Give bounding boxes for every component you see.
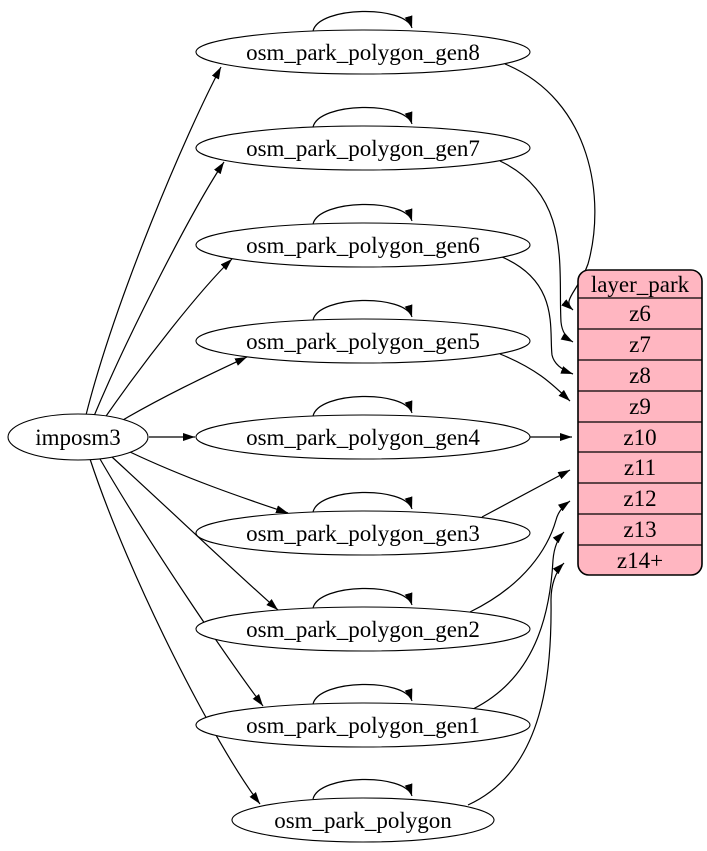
self-loop-gen5 [312,299,413,321]
gen5-ellipse [195,318,531,364]
edge-imposm3-to-base [89,458,261,805]
gen8-ellipse [195,29,531,75]
gen4-label: osm_park_polygon_gen4 [246,425,480,450]
edge-imposm3-to-gen1 [99,458,264,707]
edge-imposm3-to-gen3 [129,451,289,514]
self-loop-base [312,778,413,800]
edge-imposm3-to-gen6 [103,258,233,420]
edge-gen2-to-z12 [469,500,571,613]
gen1-ellipse [195,702,531,748]
node-gen7: osm_park_polygon_gen7 [195,125,531,171]
imposm3-label: imposm3 [35,425,121,450]
self-loop-gen7 [312,106,413,128]
node-gen8: osm_park_polygon_gen8 [195,29,531,75]
edge-imposm3-to-gen2 [111,456,279,611]
layer-row-z6: z6 [629,301,651,326]
gen3-ellipse [195,510,531,556]
edge-gen6-to-z8 [501,256,574,375]
edge-gen5-to-z9 [499,353,571,402]
edges-to-layer [467,63,596,806]
self-loop-gen6 [312,203,413,225]
gen5-label: osm_park_polygon_gen5 [246,329,480,354]
gen2-label: osm_park_polygon_gen2 [246,617,480,642]
layer-row-z10: z10 [623,425,656,450]
edge-imposm3-to-gen8 [85,66,222,416]
layer-row-z12: z12 [623,486,656,511]
edge-base-to-z14 [467,562,565,806]
self-loop-gen3 [312,491,413,513]
self-loop-gen2 [312,587,413,609]
node-gen4: osm_park_polygon_gen4 [195,414,531,460]
self-loop-gen8 [312,10,413,32]
gen7-ellipse [195,125,531,171]
gen6-label: osm_park_polygon_gen6 [246,233,480,258]
edge-gen3-to-z11 [481,469,571,518]
edge-imposm3-to-gen7 [93,161,225,417]
base-label: osm_park_polygon [274,808,452,833]
gen7-label: osm_park_polygon_gen7 [246,136,480,161]
layer-row-z9: z9 [629,394,651,419]
layer-row-z14: z14+ [617,548,663,573]
layer-park-table: layer_park z6 z7 z8 z9 z10 z11 z12 z13 z… [577,269,703,576]
self-loops [312,10,413,800]
gen8-label: osm_park_polygon_gen8 [246,40,480,65]
node-gen2: osm_park_polygon_gen2 [195,606,531,652]
edge-gen7-to-z7 [499,160,574,343]
layer-row-z11: z11 [624,455,656,480]
node-imposm3: imposm3 [7,413,149,461]
layer-row-z13: z13 [623,517,656,542]
edges-from-source [85,66,289,805]
node-gen3: osm_park_polygon_gen3 [195,510,531,556]
node-base: osm_park_polygon [231,797,495,843]
gen4-ellipse [195,414,531,460]
gen6-ellipse [195,222,531,268]
node-gen6: osm_park_polygon_gen6 [195,222,531,268]
self-loop-gen1 [312,683,413,705]
imposm3-ellipse [7,413,149,461]
gen3-label: osm_park_polygon_gen3 [246,521,480,546]
edge-imposm3-to-gen5 [115,356,248,425]
layer-row-z8: z8 [629,363,651,388]
gen2-ellipse [195,606,531,652]
node-gen1: osm_park_polygon_gen1 [195,702,531,748]
layer-row-z7: z7 [629,332,651,357]
base-ellipse [231,797,495,843]
layer-park-title: layer_park [591,272,690,297]
gen1-label: osm_park_polygon_gen1 [246,713,480,738]
node-gen5: osm_park_polygon_gen5 [195,318,531,364]
edge-gen8-to-z6 [504,63,596,311]
self-loop-gen4 [312,395,413,417]
edge-gen1-to-z13 [472,531,565,710]
